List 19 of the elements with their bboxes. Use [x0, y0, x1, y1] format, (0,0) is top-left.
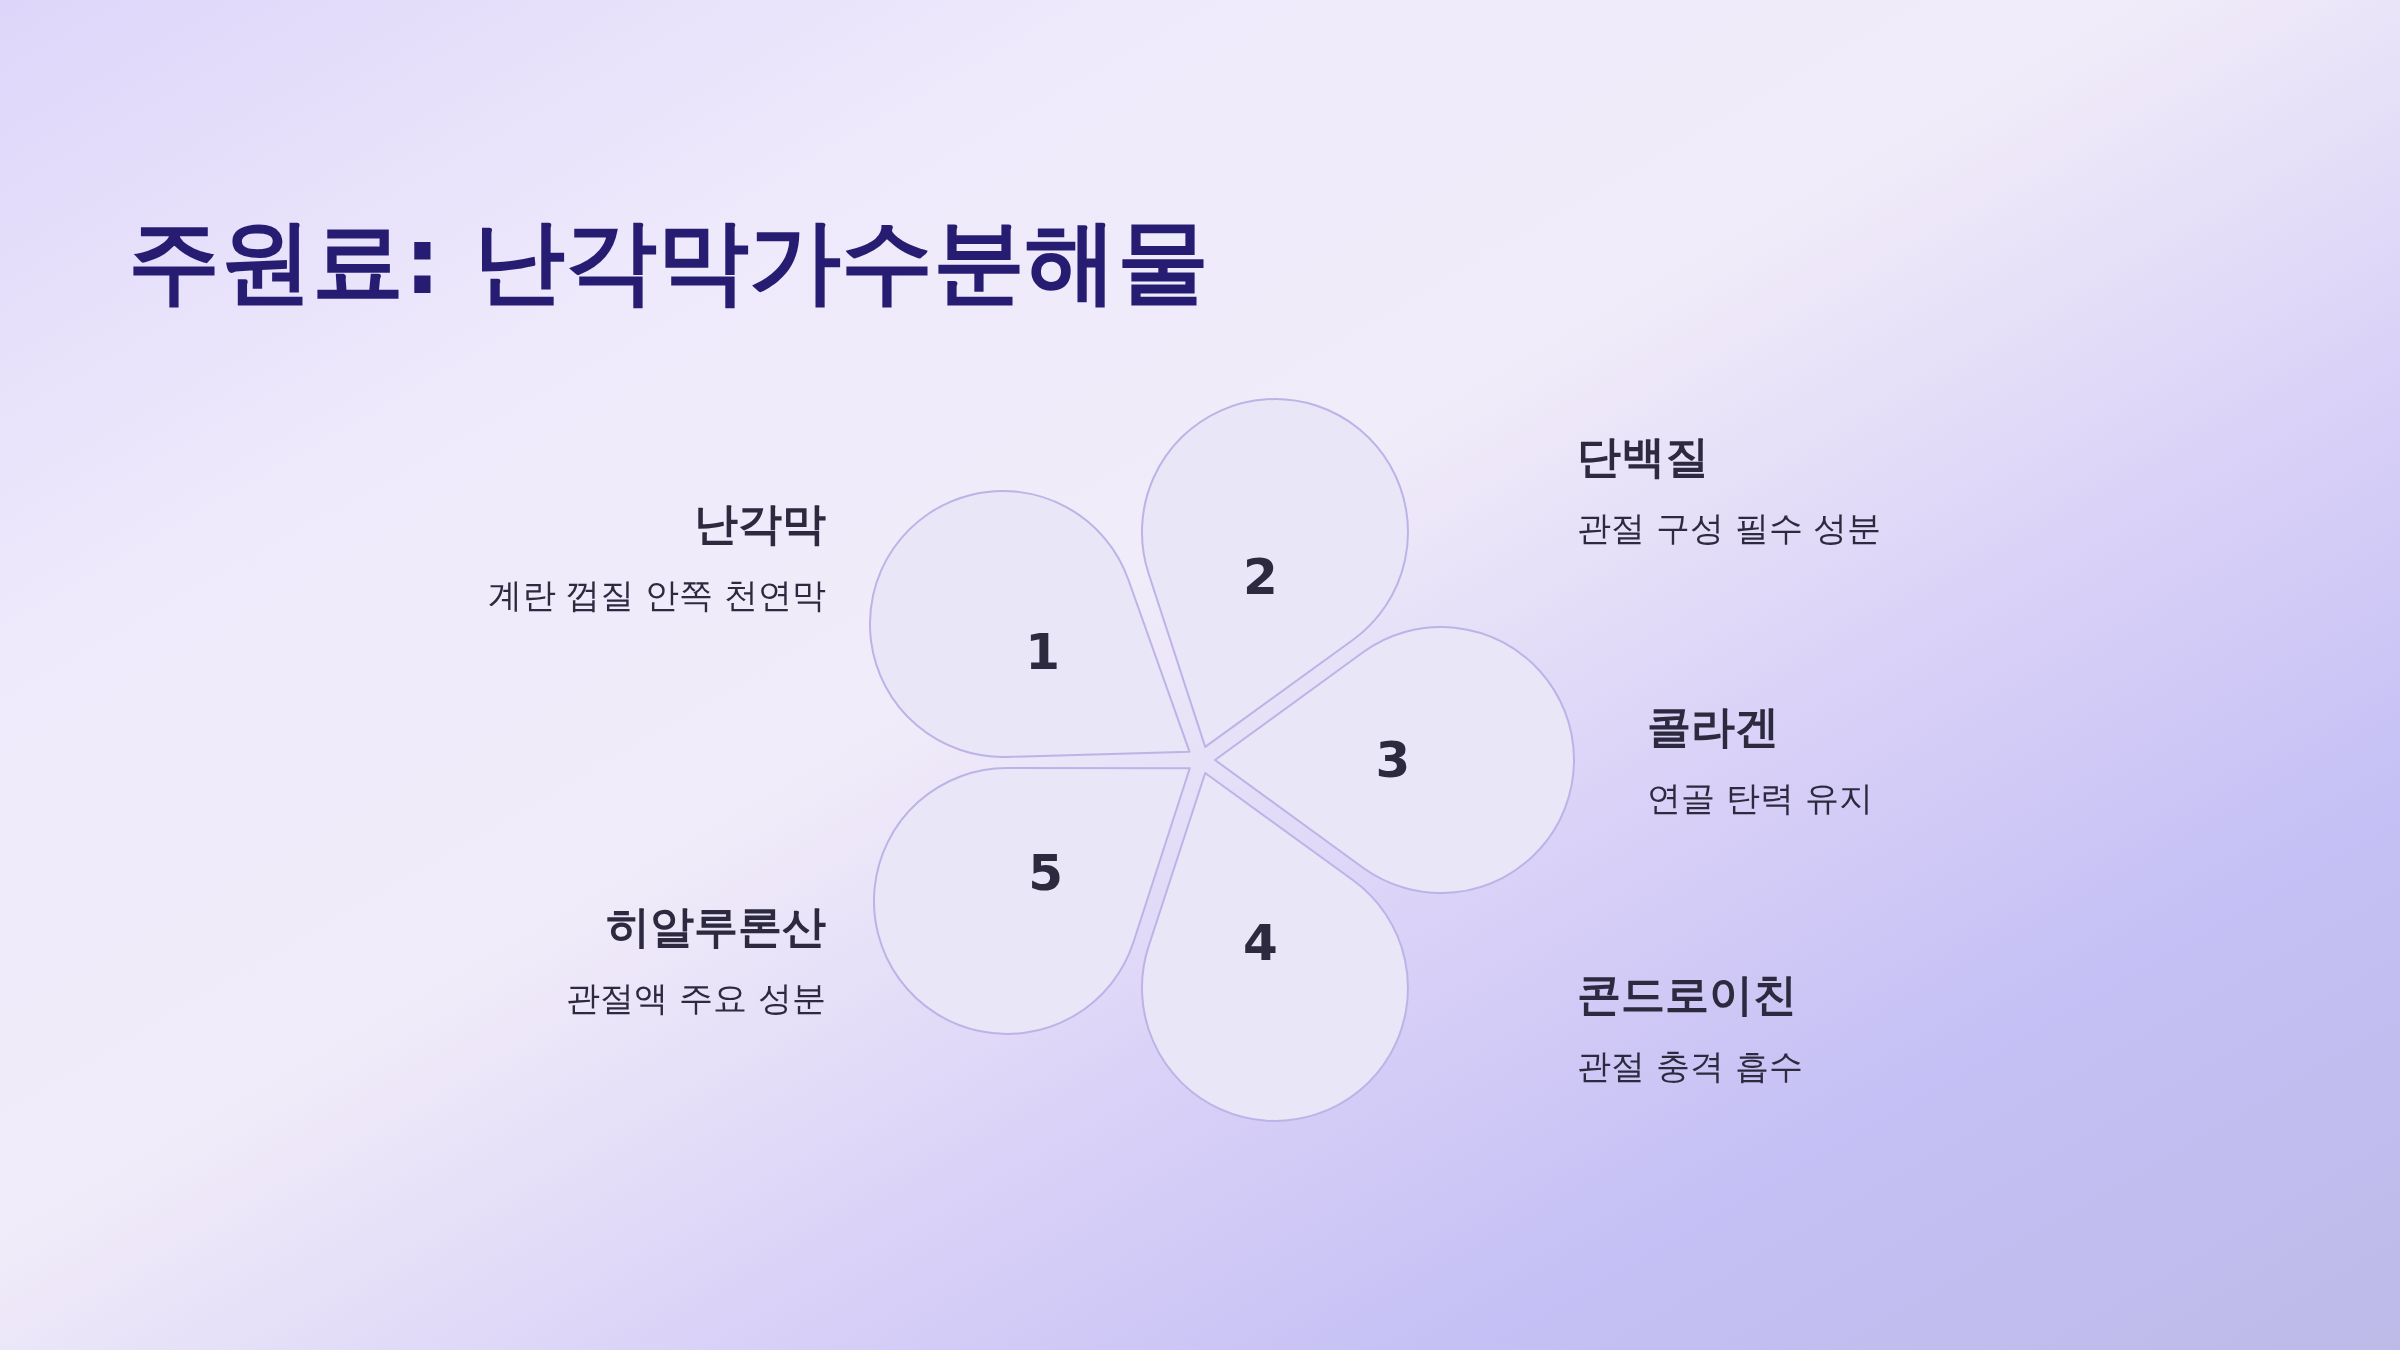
- step-number: 5: [1028, 843, 1064, 902]
- step-number: 3: [1375, 731, 1411, 789]
- item-description: 계란 껍질 안쪽 천연막: [487, 574, 826, 617]
- slide-title: 주원료: 난각막가수분해물: [128, 207, 1209, 317]
- item-description: 관절 충격 흡수: [1577, 1045, 1803, 1088]
- petal-shape: [869, 491, 1190, 758]
- item-description: 관절 구성 필수 성분: [1577, 507, 1882, 550]
- item-heading: 콜라겐: [1647, 700, 1779, 754]
- step-number: 4: [1242, 913, 1278, 972]
- item-heading: 단백질: [1577, 430, 1709, 484]
- step-number: 2: [1242, 548, 1278, 607]
- petal-shape: [1215, 627, 1574, 893]
- item-heading: 히알루론산: [606, 900, 826, 954]
- item-description: 연골 탄력 유지: [1647, 777, 1873, 820]
- item-heading: 콘드로이친: [1577, 968, 1797, 1022]
- item-heading: 난각막: [694, 497, 826, 551]
- item-description: 관절액 주요 성분: [566, 977, 826, 1020]
- step-number: 1: [1025, 622, 1060, 681]
- petal-shape: [873, 768, 1190, 1035]
